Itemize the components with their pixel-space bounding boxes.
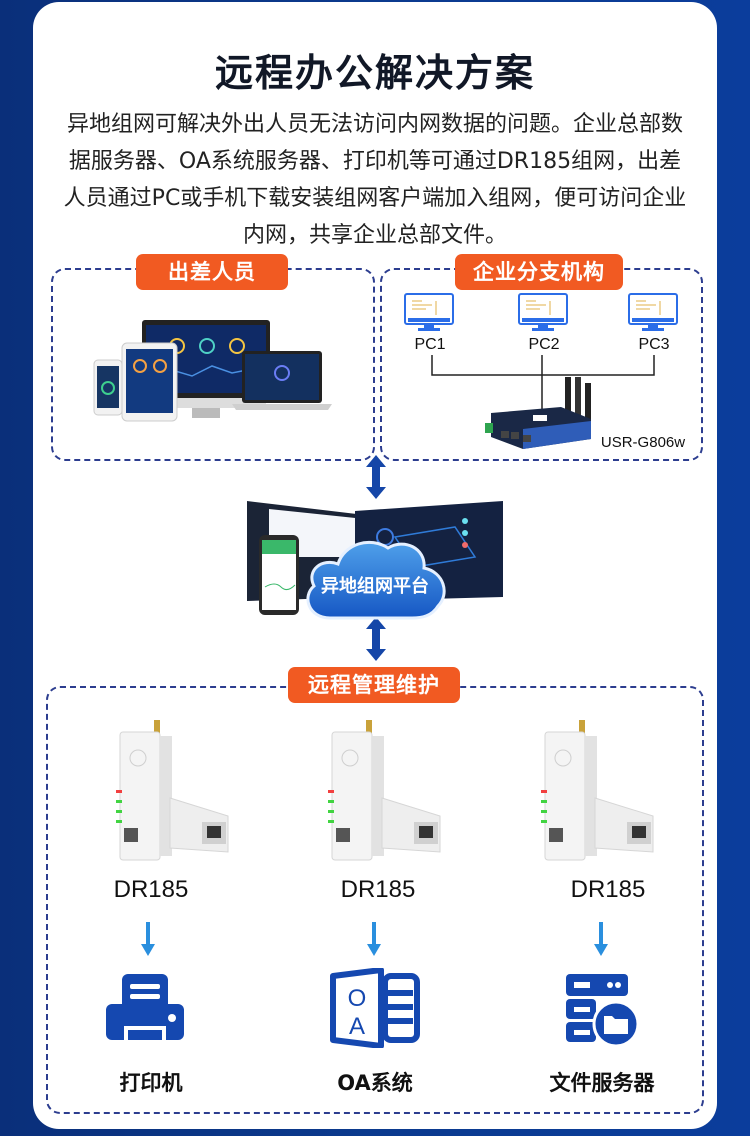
multi-device-image — [93, 320, 332, 422]
svg-text:A: A — [349, 1013, 365, 1040]
service-label-file-server: 文件服务器 — [549, 1071, 655, 1095]
dr185-device-image — [328, 720, 441, 861]
router-image — [485, 377, 591, 449]
remote-maintenance-tag: 远程管理维护 — [288, 667, 460, 703]
down-arrow-icon — [594, 922, 608, 956]
down-arrow-icon — [141, 922, 155, 956]
service-label-printer: 打印机 — [119, 1071, 183, 1095]
svg-text:O: O — [348, 985, 367, 1012]
pc3-label: PC3 — [638, 336, 670, 353]
device-model-label: DR185 — [113, 876, 189, 903]
description-line: 内网，共享企业总部文件。 — [242, 223, 507, 248]
down-arrow-icon — [367, 922, 381, 956]
page-title: 远程办公解决方案 — [214, 51, 535, 95]
description-line: 人员通过PC或手机下载安装组网客户端加入组网，便可访问企业 — [63, 186, 687, 211]
branch-office-tag: 企业分支机构 — [455, 254, 623, 290]
router-model-label: USR-G806w — [600, 434, 686, 451]
bidirectional-arrow-icon — [366, 455, 386, 499]
pc1-monitor-icon — [404, 293, 454, 331]
dr185-device-image — [541, 720, 654, 861]
cloud-icon — [306, 540, 446, 620]
antenna — [585, 383, 591, 429]
pc3-monitor-icon — [628, 293, 678, 331]
file-server-icon — [566, 974, 640, 1046]
device-model-label: DR185 — [570, 876, 646, 903]
description-line: 异地组网可解决外出人员无法访问内网数据的问题。企业总部数 — [66, 112, 683, 137]
antenna — [575, 377, 581, 427]
printer-icon — [106, 974, 184, 1040]
antenna — [565, 377, 571, 427]
pc2-label: PC2 — [528, 336, 560, 353]
pc2-monitor-icon — [518, 293, 568, 331]
device-model-label: DR185 — [340, 876, 416, 903]
cloud-label: 异地组网平台 — [321, 576, 429, 597]
service-label-oa: OA系统 — [337, 1071, 413, 1095]
bidirectional-arrow-icon — [366, 617, 386, 661]
dr185-device-image — [116, 720, 229, 861]
network-lines — [431, 355, 655, 413]
description: 异地组网可解决外出人员无法访问内网数据的问题。企业总部数 据服务器、OA系统服务… — [52, 106, 698, 254]
description-line: 据服务器、OA系统服务器、打印机等可通过DR185组网，出差 — [68, 149, 682, 174]
travel-staff-tag: 出差人员 — [136, 254, 288, 290]
oa-system-icon: O A — [330, 968, 420, 1048]
pc1-label: PC1 — [414, 336, 446, 353]
